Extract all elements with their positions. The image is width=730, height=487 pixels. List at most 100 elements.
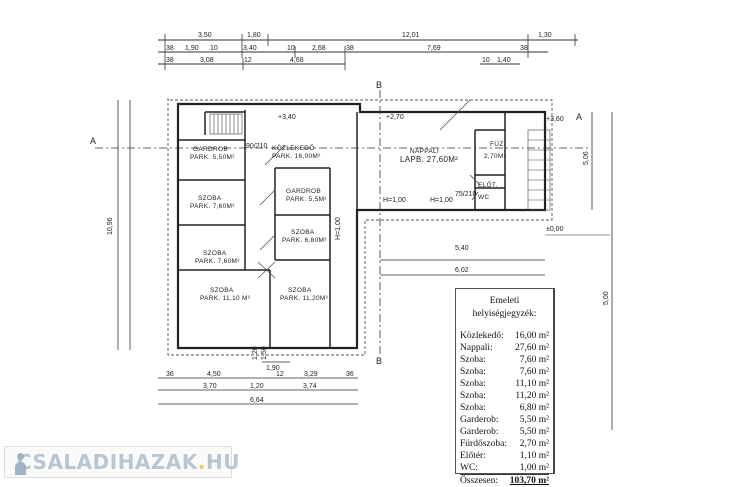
legend-room-area: 11,20 m² — [515, 391, 549, 401]
legend-row: WC: 1,00 m² — [460, 462, 549, 474]
room-gardrob-2: GARDROB PARK. 5,5M² — [286, 188, 327, 203]
svg-text:PARK. 5,5M²: PARK. 5,5M² — [286, 196, 327, 203]
legend-room-label: Garderob: — [460, 427, 499, 437]
dimension-label: 12 — [244, 57, 252, 64]
dimension-label: 3,08 — [200, 57, 214, 64]
room-szoba-5: SZOBA PARK. 11,20M² — [280, 287, 329, 302]
legend-room-area: 16,00 m² — [515, 331, 549, 341]
dimension-label: 1,20 — [252, 346, 259, 360]
svg-text:PARK. 7,60M²: PARK. 7,60M² — [195, 258, 240, 265]
dimension-label: 38 — [346, 45, 354, 52]
legend-subtitle: helyiségjegyzék: — [472, 309, 537, 319]
dimension-label: 5,06 — [583, 151, 590, 165]
svg-text:FÜZ.: FÜZ. — [490, 140, 506, 148]
dimension-label: 1,40 — [497, 57, 511, 64]
dimension-label: 10 — [287, 45, 295, 52]
dimension-label: 90/210 — [246, 143, 268, 150]
svg-text:SZOBA: SZOBA — [198, 195, 222, 202]
dimension-label: 3,40 — [243, 45, 257, 52]
legend-row: Előtér: 1,10 m² — [460, 450, 549, 462]
svg-text:KÖZLEKEDŐ: KÖZLEKEDŐ — [272, 143, 314, 152]
svg-text:NAPPALI: NAPPALI — [410, 148, 439, 155]
legend-room-label: Szoba: — [460, 379, 486, 389]
dimension-label: 2,68 — [312, 45, 326, 52]
dimension-label: 1,20 — [250, 383, 264, 390]
dimension-label: 1,80 — [247, 32, 261, 39]
section-mark-b-top: B — [376, 80, 382, 90]
svg-text:SZOBA: SZOBA — [291, 229, 315, 236]
legend-room-area: 7,60 m² — [519, 355, 549, 365]
dimension-label: 3,74 — [303, 383, 317, 390]
legend-room-label: Előtér: — [460, 451, 486, 461]
legend-total-value: 103,70 m² — [509, 476, 549, 486]
legend-total-row: Összesen: 103,70 m² — [460, 474, 549, 487]
dimension-label: 1,90 — [185, 45, 199, 52]
dimension-label: 10,96 — [107, 217, 114, 235]
dimension-label: 3,70 — [203, 383, 217, 390]
room-szoba-3: SZOBA PARK. 7,60M² — [195, 250, 240, 265]
svg-text:2,70M²: 2,70M² — [484, 153, 507, 160]
interior-walls — [178, 110, 506, 348]
dimension-label: 38 — [520, 45, 528, 52]
dimension-label: 4,50 — [207, 371, 221, 378]
legend-room-area: 1,10 m² — [519, 451, 549, 461]
dimension-label: 1,50 — [261, 346, 268, 360]
legend-title: Emeleti — [489, 296, 520, 306]
svg-text:LAPB. 27,60M²: LAPB. 27,60M² — [400, 155, 458, 164]
legend-room-label: Szoba: — [460, 367, 486, 377]
watermark-dot: . — [197, 450, 207, 474]
legend-row: Garderob: 5,50 m² — [460, 426, 549, 438]
dimension-label: 7,69 — [427, 45, 441, 52]
legend-room-area: 27,60 m² — [515, 343, 549, 353]
legend-room-area: 7,60 m² — [519, 367, 549, 377]
legend-room-label: Fürdőszoba: — [460, 439, 507, 449]
legend-room-label: Közlekedő: — [460, 331, 504, 341]
legend-room-label: Szoba: — [460, 403, 486, 413]
dimension-label: 3,50 — [198, 32, 212, 39]
legend-room-label: WC: — [460, 463, 478, 473]
legend-room-area: 5,50 m² — [519, 427, 549, 437]
dimension-label: 3,29 — [304, 371, 318, 378]
room-szoba-1: SZOBA PARK. 7,60M² — [190, 195, 235, 210]
staircase — [209, 113, 551, 211]
watermark-tld: HU — [206, 450, 240, 474]
svg-text:PARK. 11,20M²: PARK. 11,20M² — [280, 295, 329, 302]
dimension-label: 38 — [166, 57, 174, 64]
dimension-label: 36 — [166, 371, 174, 378]
svg-text:SZOBA: SZOBA — [210, 287, 234, 294]
watermark-logo: CSALADIHAZAK.HU — [4, 446, 240, 478]
legend-room-area: 2,70 m² — [519, 439, 549, 449]
room-furdo: FÜZ. 2,70M² — [484, 140, 507, 160]
svg-text:PARK. 7,60M²: PARK. 7,60M² — [190, 203, 235, 210]
exterior-walls — [176, 102, 547, 350]
legend-room-area: 11,10 m² — [515, 379, 549, 389]
svg-text:PARK. 5,50M²: PARK. 5,50M² — [190, 154, 235, 161]
legend-row: Fürdőszoba: 2,70 m² — [460, 438, 549, 450]
door-swings — [257, 99, 481, 279]
watermark-name: CSALADIHAZAK — [17, 450, 198, 474]
room-nappali: NAPPALI LAPB. 27,60M² — [400, 148, 458, 164]
legend-row: Nappali:27,60 m² — [460, 342, 549, 354]
dimension-label: 10 — [210, 45, 218, 52]
svg-text:GARDROB: GARDROB — [286, 188, 321, 195]
dimension-label: 5,40 — [455, 245, 469, 252]
section-mark-a-left: A — [90, 136, 96, 146]
legend-room-label: Szoba: — [460, 391, 486, 401]
section-mark-a-right: A — [576, 112, 582, 122]
svg-text:GARDROB: GARDROB — [193, 146, 228, 153]
legend-row: Szoba: 6,80 m² — [460, 402, 549, 414]
dimension-label: H=1,00 — [383, 197, 406, 204]
dimension-label: H=1,00 — [430, 197, 453, 204]
legend-room-area: 1,00 m² — [519, 463, 549, 473]
legend-row: Garderob:5,50 m² — [460, 414, 549, 426]
dimension-label: 4,68 — [290, 57, 304, 64]
legend-row: Szoba: 7,60 m² — [460, 366, 549, 378]
svg-text:SZOBA: SZOBA — [203, 250, 227, 257]
svg-text:PARK. 11,10 M²: PARK. 11,10 M² — [200, 295, 251, 302]
legend-room-area: 6,80 m² — [519, 403, 549, 413]
level-mark: +3,60 — [546, 116, 564, 123]
room-eloter: ELŐT. — [478, 180, 497, 189]
legend-room-label: Szoba: — [460, 355, 486, 365]
level-mark: ±0,00 — [546, 226, 564, 233]
